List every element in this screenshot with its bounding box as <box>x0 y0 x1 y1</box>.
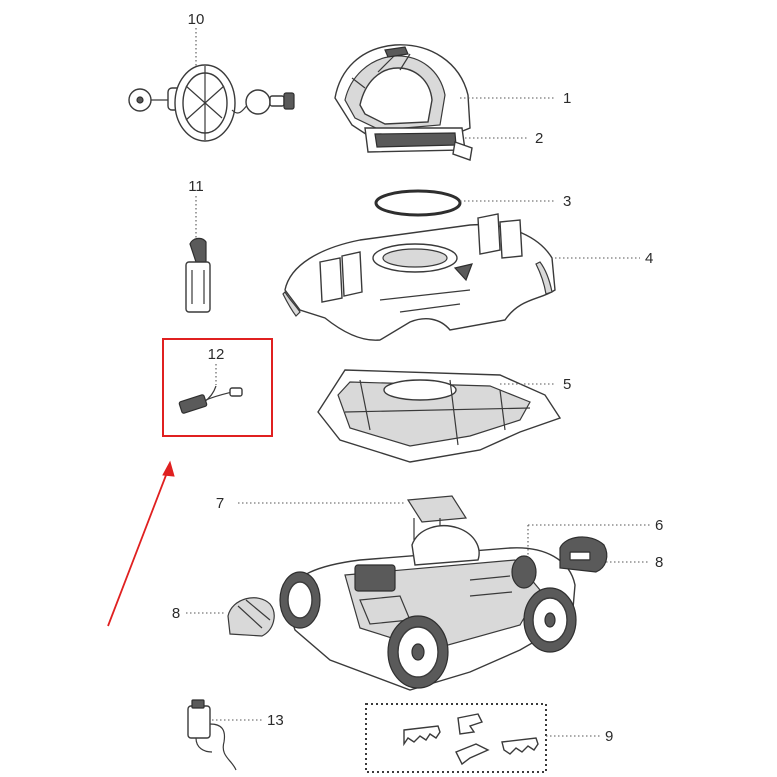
callout-4: 4 <box>645 250 653 267</box>
part-2-latch[interactable]: 2 <box>364 127 543 161</box>
part-10-swivel-assembly[interactable]: 10 <box>128 11 295 142</box>
part-4-body-shell[interactable]: 4 <box>282 213 653 341</box>
part-6-chassis[interactable]: 6 <box>279 517 663 691</box>
part-5-float-block[interactable]: 5 <box>317 369 571 463</box>
callout-10: 10 <box>188 11 205 28</box>
part-13-power-supply[interactable]: 13 <box>187 699 284 771</box>
part-12-cable-group[interactable]: 12 <box>162 338 273 437</box>
highlight-arrow <box>107 460 175 627</box>
part-8-side-cap-right[interactable]: 8 <box>559 536 663 573</box>
callout-1: 1 <box>563 90 571 107</box>
part-3-o-ring[interactable]: 3 <box>374 189 571 217</box>
callout-7: 7 <box>216 495 224 512</box>
part-8-side-cap-left[interactable]: 8 <box>172 597 275 637</box>
callout-3: 3 <box>563 193 571 210</box>
part-1-top-cover[interactable]: 1 <box>334 44 571 141</box>
callout-2: 2 <box>535 130 543 147</box>
callout-12: 12 <box>208 346 225 363</box>
callout-11: 11 <box>188 178 204 195</box>
callout-6: 6 <box>655 517 663 534</box>
callout-9: 9 <box>605 728 613 745</box>
callout-13: 13 <box>267 712 284 729</box>
part-11-handle[interactable]: 11 <box>185 178 211 313</box>
highlight-box <box>162 338 273 437</box>
callout-8-left: 8 <box>172 605 180 622</box>
callout-5: 5 <box>563 376 571 393</box>
part-9-blade-set[interactable]: 9 <box>365 703 613 773</box>
part-7-flap[interactable]: 7 <box>216 495 468 540</box>
callout-8-right: 8 <box>655 554 663 571</box>
